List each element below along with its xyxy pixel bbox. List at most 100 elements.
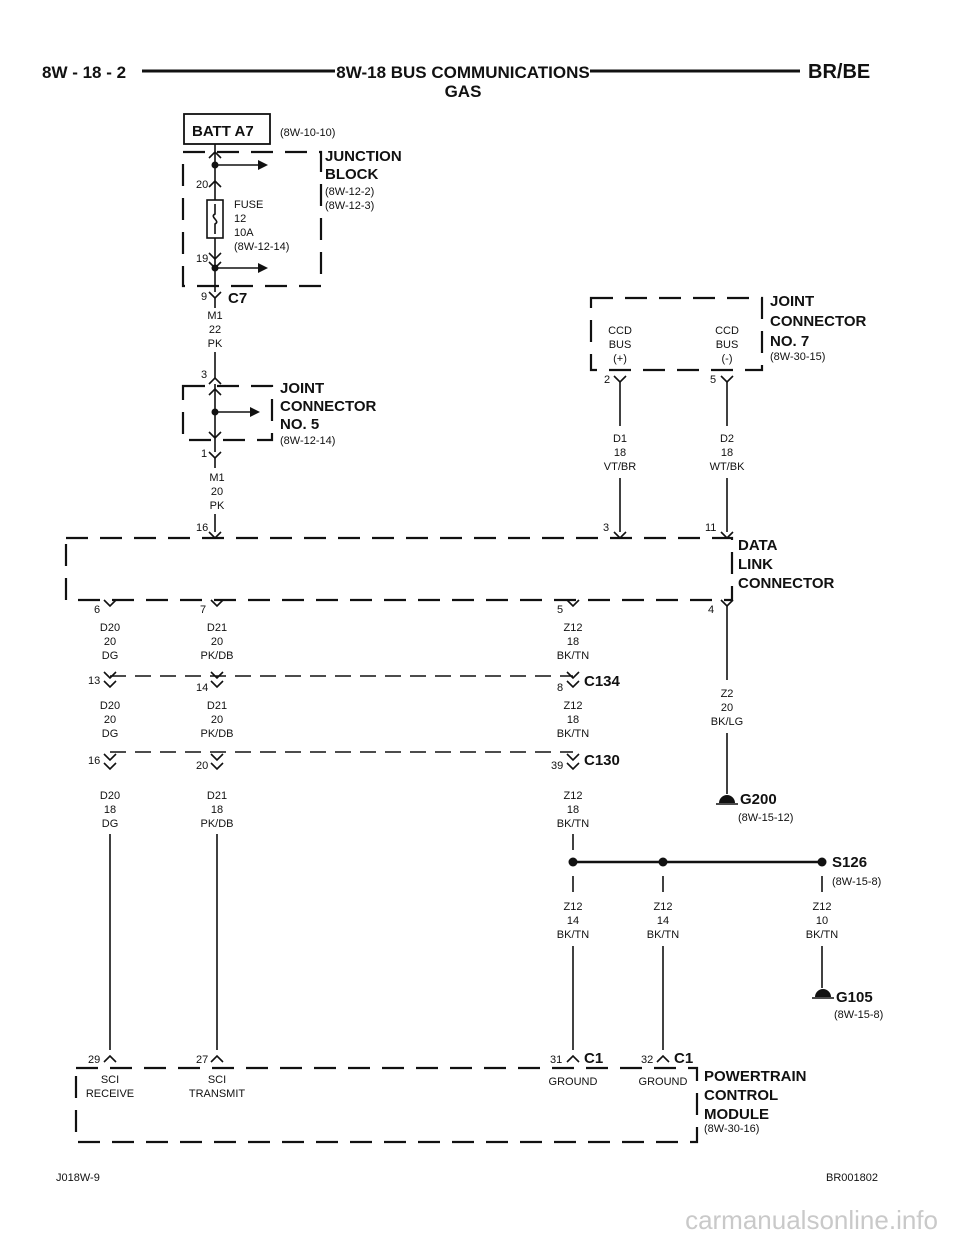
wire-row3-d21-gauge: 18 (211, 804, 223, 816)
wire-row4-b-gauge: 14 (657, 915, 669, 927)
wire-d2-circuit: D2 (720, 433, 734, 445)
jc5-pin-3-label: 3 (201, 369, 207, 381)
wire-d1-color: VT/BR (604, 461, 636, 473)
pin-20-chevron (208, 150, 222, 188)
wire-row2-d20-gauge: 20 (104, 714, 116, 726)
jc7-title-1: JOINT (770, 293, 814, 310)
junction-block-outline (181, 150, 323, 288)
dlc-pin-6-label: 6 (94, 604, 100, 616)
wire-d2-gauge: 18 (721, 447, 733, 459)
pcm-title-1: POWERTRAIN (704, 1068, 807, 1085)
jc7-pin-5-label: 5 (710, 374, 716, 386)
s126-ref: (8W-15-8) (832, 876, 881, 888)
pcm-pin-27-chevron (210, 1054, 224, 1063)
pcm-pin-31-label: 31 (550, 1054, 562, 1066)
pcm-title-2: CONTROL (704, 1087, 778, 1104)
dlc-pin-11-chevron (720, 531, 734, 540)
jc5-pin-1-chevron (208, 451, 222, 460)
wire-row1-d21-gauge: 20 (211, 636, 223, 648)
wire-d1-gauge: 18 (614, 447, 626, 459)
dlc-pin-5-label: 5 (557, 604, 563, 616)
g200-label: G200 (740, 791, 777, 808)
pcm-sci-receive-2: RECEIVE (86, 1088, 134, 1100)
dlc-outline (64, 536, 734, 602)
wire-row3-d20-gauge: 18 (104, 804, 116, 816)
dlc-pin-7-label: 7 (200, 604, 206, 616)
dlc-pin-16-chevron (208, 531, 222, 540)
splice-dot-s126 (817, 857, 827, 867)
dlc-title-1: DATA (738, 537, 778, 554)
wire-row3-z12-color: BK/TN (557, 818, 589, 830)
jc5-pin-1-label: 1 (201, 448, 207, 460)
wire-row2-z12-gauge: 18 (567, 714, 579, 726)
dlc-pin-11-label: 11 (705, 522, 716, 534)
fuse-element-icon (212, 204, 218, 234)
dlc-pin-7-chevron (210, 599, 224, 608)
ccd-bus-minus-line1: CCD (715, 325, 739, 337)
jc7-outline (589, 296, 764, 372)
wire-row3-d20-circuit: D20 (100, 790, 120, 802)
wire-row4-a-gauge: 14 (567, 915, 579, 927)
wire-m1-22-gauge: 22 (209, 324, 221, 336)
pcm-c1-label-b: C1 (674, 1050, 693, 1067)
dlc-pin-6-chevron (103, 599, 117, 608)
jc7-pin-5-chevron (720, 375, 734, 384)
g200-ground-icon (719, 795, 735, 803)
g200-ref: (8W-15-12) (738, 812, 793, 824)
pcm-title-3: MODULE (704, 1106, 769, 1123)
wire-row2-z12-color: BK/TN (557, 728, 589, 740)
jc7-title-3: NO. 7 (770, 333, 809, 350)
junction-block-title-2: BLOCK (325, 166, 378, 183)
c130-pin-39: 39 (551, 760, 563, 772)
wire-row2-d21-color: PK/DB (200, 728, 233, 740)
g105-label: G105 (836, 989, 873, 1006)
pcm-pin-31-chevron (566, 1054, 580, 1063)
pin-19-label: 19 (196, 253, 208, 265)
fuse-rating: 10A (234, 227, 254, 239)
wire-row1-d20-color: DG (102, 650, 119, 662)
jc7-pin-2-chevron (613, 375, 627, 384)
pcm-outline (74, 1066, 699, 1144)
wire-z2-gauge: 20 (721, 702, 733, 714)
pcm-c1-label-a: C1 (584, 1050, 603, 1067)
pcm-pin-32-label: 32 (641, 1054, 653, 1066)
wire-row2-d21-circuit: D21 (207, 700, 227, 712)
c134-pin-13: 13 (88, 675, 100, 687)
fuse-ref: (8W-12-14) (234, 241, 289, 253)
dlc-pin-16-label: 16 (196, 522, 208, 534)
pcm-pin-29-chevron (103, 1054, 117, 1063)
wire-row1-d21-circuit: D21 (207, 622, 227, 634)
c130-label: C130 (584, 752, 620, 769)
wire-row1-d21-color: PK/DB (200, 650, 233, 662)
dlc-pin-3-label: 3 (603, 522, 609, 534)
wire-row3-d21-circuit: D21 (207, 790, 227, 802)
jc5-outline (181, 384, 274, 442)
wire-z2-color: BK/LG (711, 716, 743, 728)
fuse-label: FUSE (234, 199, 263, 211)
wire-row1-d20-gauge: 20 (104, 636, 116, 648)
arrowhead-fuse (258, 263, 268, 273)
page-title: 8W-18 BUS COMMUNICATIONS (336, 63, 589, 82)
jc5-pin-3-chevron (208, 376, 222, 385)
footer-left-code: J018W-9 (56, 1172, 100, 1184)
page-number: 8W - 18 - 2 (42, 63, 126, 82)
pcm-sci-transmit-1: SCI (208, 1074, 226, 1086)
model-code: BR/BE (808, 61, 870, 83)
wire-row1-z12-gauge: 18 (567, 636, 579, 648)
pcm-ref: (8W-30-16) (704, 1123, 759, 1135)
wire-row1-z12-circuit: Z12 (564, 622, 583, 634)
wire-row2-z12-circuit: Z12 (564, 700, 583, 712)
dlc-pin-4-label: 4 (708, 604, 714, 616)
jc7-title-2: CONNECTOR (770, 313, 867, 330)
splice-dot-z12-b (658, 857, 668, 867)
wire-row3-z12-circuit: Z12 (564, 790, 583, 802)
jc7-pin-2-label: 2 (604, 374, 610, 386)
pcm-pin-32-chevron (656, 1054, 670, 1063)
junction-block-ref-2: (8W-12-3) (325, 200, 374, 212)
c134-label: C134 (584, 673, 621, 690)
wire-m1-22-circuit: M1 (207, 310, 222, 322)
c7-pin-chevron (208, 291, 222, 300)
c134-chevrons-z12 (566, 671, 580, 689)
junction-block-title-1: JUNCTION (325, 148, 402, 165)
